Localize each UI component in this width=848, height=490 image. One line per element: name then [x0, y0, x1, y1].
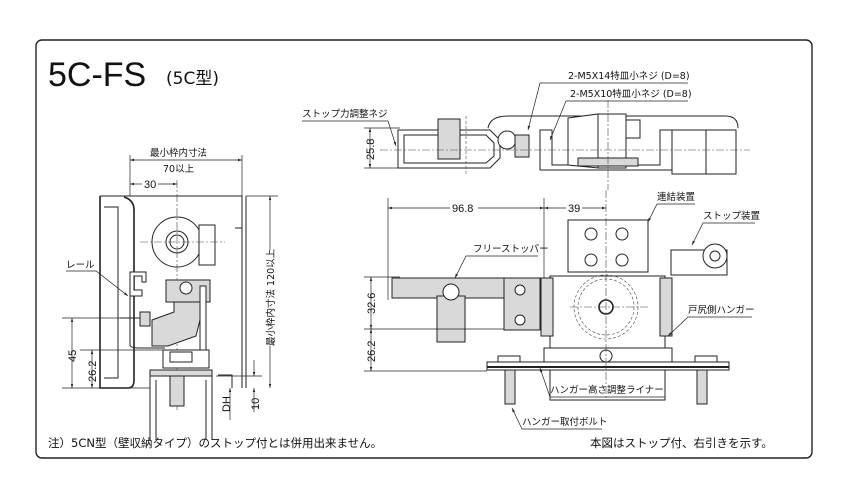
- screw-10-label: 2-M5X10特皿小ネジ (D=8): [570, 88, 692, 100]
- stop-force-screw-label: ストップ力調整ネジ: [302, 108, 388, 120]
- side-view: 最小枠内寸法 70以上 30 レール 最小枠内寸法 120以上 45 26.2 …: [62, 147, 278, 440]
- front-dim-26-2: 26.2: [366, 341, 378, 362]
- hanger-height-liner-label: ハンガー高さ調整ライナー: [550, 384, 664, 396]
- top-dim-25-8: 25.8: [365, 139, 377, 160]
- side-min-width-value: 70以上: [163, 164, 195, 175]
- side-dim-45: 45: [67, 350, 79, 362]
- front-view: 96.8 39 連結装置 ストップ装置 フリーストッパー 戸尻側ハンガー ハンガ…: [364, 190, 760, 430]
- side-min-width-label: 最小枠内寸法: [150, 147, 207, 159]
- hanger-bolt-label: ハンガー取付ボルト: [522, 417, 608, 428]
- free-stopper-label: フリーストッパー: [473, 244, 549, 255]
- model-title: 5C-FS: [48, 56, 146, 94]
- stop-device-label: ストップ装置: [703, 210, 760, 222]
- note-left: 注）5CN型（壁収納タイプ）のストップ付とは併用出来ません。: [48, 436, 382, 450]
- side-dim-10: 10: [250, 398, 262, 410]
- screw-14-label: 2-M5X14特皿小ネジ (D=8): [568, 70, 690, 82]
- model-type: (5C型): [166, 69, 219, 89]
- side-dim-26-2: 26.2: [87, 361, 99, 382]
- note-right: 本図はストップ付、右引きを示す。: [590, 436, 773, 450]
- front-dim-32-6: 32.6: [366, 293, 378, 314]
- rail-label: レール: [66, 260, 95, 271]
- drawing-border: [35, 39, 813, 459]
- side-min-height: 最小枠内寸法 120以上: [265, 248, 277, 346]
- coupling-device-label: 連結装置: [657, 191, 695, 203]
- door-end-hanger-label: 戸尻側ハンガー: [688, 304, 755, 316]
- front-dim-96-8: 96.8: [452, 203, 473, 215]
- side-dim-30: 30: [144, 179, 156, 191]
- front-dim-39: 39: [568, 203, 580, 215]
- top-view: 2-M5X14特皿小ネジ (D=8) 2-M5X10特皿小ネジ (D=8) スト…: [302, 70, 750, 190]
- side-dim-dh: DH: [221, 396, 233, 412]
